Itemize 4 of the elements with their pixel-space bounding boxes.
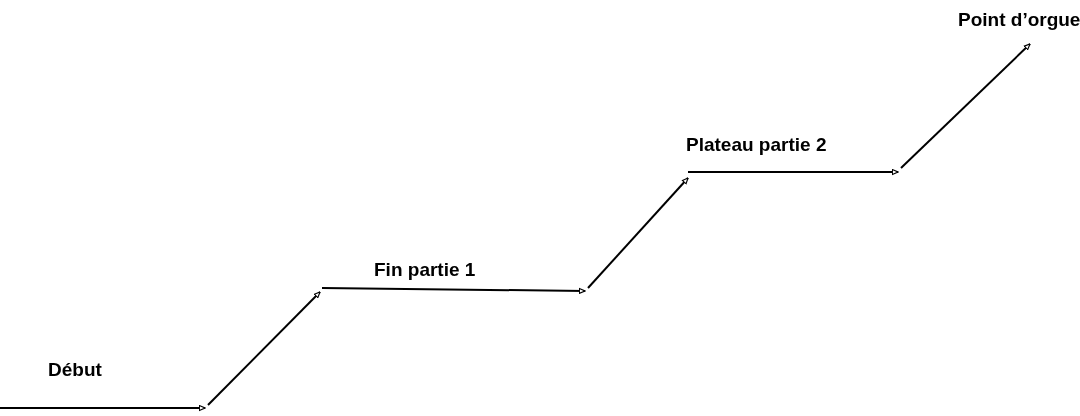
step-label: Fin partie 1 (374, 259, 476, 281)
step-label: Plateau partie 2 (686, 134, 827, 156)
step-label: Point d’orgue (958, 9, 1080, 31)
step-label: Début (48, 359, 102, 381)
